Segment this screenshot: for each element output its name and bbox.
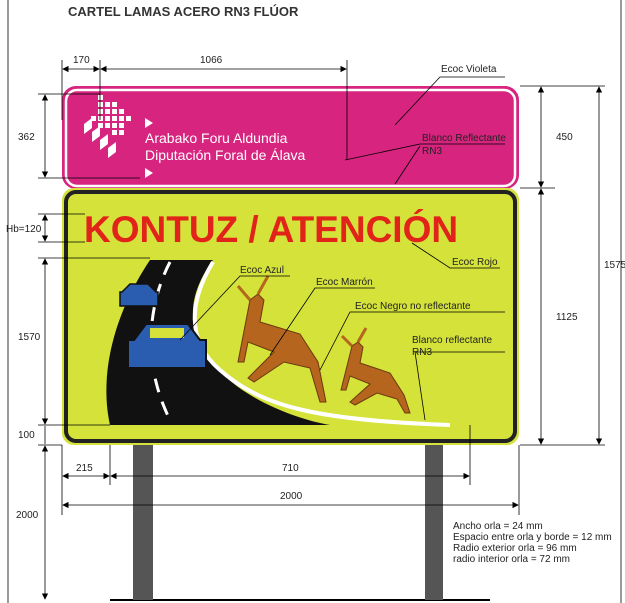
label-ecoc-rojo: Ecoc Rojo [452, 257, 498, 268]
note-line: radio interior orla = 72 mm [453, 554, 570, 565]
dim-100: 100 [18, 430, 35, 441]
road-edge [192, 260, 451, 427]
car-small [119, 283, 159, 307]
label-blanco-reflectante: Blanco Reflectante [422, 133, 506, 144]
dim-170: 170 [73, 55, 90, 66]
label-blanco-reflectante-2: Blanco reflectante [412, 335, 492, 346]
dim-450: 450 [556, 132, 573, 143]
dim-2000-height: 2000 [16, 510, 39, 521]
label-ecoc-azul: Ecoc Azul [240, 265, 284, 276]
dim-1570: 1570 [18, 332, 41, 343]
dim-710: 710 [282, 463, 299, 474]
dimension-lines [38, 60, 605, 600]
car-large [127, 323, 207, 369]
note-line: Ancho orla = 24 mm [453, 521, 543, 532]
dim-1125: 1125 [556, 312, 578, 323]
header-line-1: Arabako Foru Aldundia [145, 130, 288, 146]
header-panel: Arabako Foru Aldundia Diputación Foral d… [62, 86, 519, 189]
warning-panel: KONTUZ / ATENCIÓN [62, 188, 519, 445]
warning-text: KONTUZ / ATENCIÓN [84, 208, 458, 250]
drawing-title: CARTEL LAMAS ACERO RN3 FLÚOR [68, 4, 299, 19]
post-right [425, 445, 443, 600]
label-ecoc-marron: Ecoc Marrón [316, 277, 373, 288]
alava-logo [84, 95, 131, 158]
dim-1066: 1066 [200, 55, 223, 66]
label-ecoc-violeta: Ecoc Violeta [441, 64, 497, 75]
label-rn3: RN3 [422, 146, 442, 157]
notes: Ancho orla = 24 mm Espacio entre orla y … [453, 521, 612, 565]
label-ecoc-negro: Ecoc Negro no reflectante [355, 301, 471, 312]
arrow-icon [145, 118, 153, 128]
road [106, 260, 330, 425]
callout-lines [179, 76, 505, 421]
note-line: Espacio entre orla y borde = 12 mm [453, 532, 612, 543]
deer-2 [340, 327, 411, 414]
dim-362: 362 [18, 132, 35, 143]
arrow-icon [145, 168, 153, 178]
dim-215: 215 [76, 463, 93, 474]
dimension-labels: 170 1066 362 450 1575 Hb=120 1125 1570 1… [6, 55, 625, 521]
dim-1575: 1575 [604, 260, 625, 271]
deer-1 [236, 275, 327, 403]
post-left [133, 445, 153, 600]
label-rn3-2: RN3 [412, 347, 432, 358]
header-line-2: Diputación Foral de Álava [145, 147, 306, 163]
material-labels: Ecoc Violeta Blanco Reflectante RN3 Ecoc… [240, 64, 506, 358]
dim-hb: Hb=120 [6, 224, 42, 235]
note-line: Radio exterior orla = 96 mm [453, 543, 577, 554]
dim-2000-width: 2000 [280, 491, 303, 502]
